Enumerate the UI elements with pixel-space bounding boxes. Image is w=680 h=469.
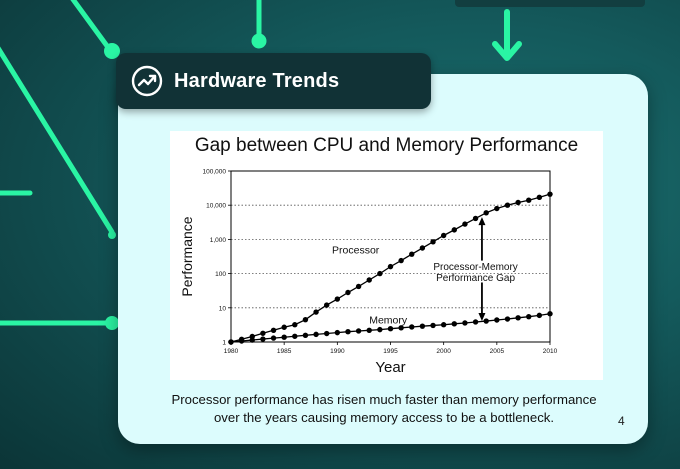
y-tick-label: 100,000 <box>203 169 227 176</box>
y-tick-label: 1,000 <box>210 237 227 244</box>
data-point-processor <box>377 270 383 277</box>
data-point-memory <box>462 320 468 326</box>
y-tick-label: 10 <box>219 305 227 312</box>
data-point-memory <box>377 326 383 333</box>
data-point-processor <box>281 324 287 330</box>
data-point-memory <box>355 328 362 334</box>
top-panel-edge <box>455 0 645 7</box>
data-point-memory <box>313 331 319 338</box>
data-point-processor <box>366 277 372 283</box>
data-point-memory <box>419 323 426 329</box>
data-point-memory <box>430 322 436 329</box>
data-point-memory <box>228 339 234 345</box>
data-point-memory <box>483 318 489 324</box>
data-point-memory <box>345 329 351 335</box>
chart-figure: Gap between CPU and Memory Performance 1… <box>170 131 603 380</box>
data-point-memory <box>504 316 511 322</box>
data-point-memory <box>260 336 266 342</box>
data-point-processor <box>270 327 277 333</box>
data-point-memory <box>515 315 521 321</box>
data-point-processor <box>387 263 394 270</box>
data-point-memory <box>334 329 341 336</box>
data-point-processor <box>504 202 511 208</box>
x-tick-label: 1980 <box>224 348 239 355</box>
data-point-memory <box>292 333 298 339</box>
circuit-node <box>104 43 120 59</box>
data-point-processor <box>398 257 404 264</box>
gap-arrowhead-down <box>478 313 486 322</box>
data-point-processor <box>324 302 330 308</box>
x-tick-label: 2000 <box>436 348 451 355</box>
page-number: 4 <box>618 414 625 428</box>
x-tick-label: 1990 <box>330 348 345 355</box>
data-point-memory <box>494 317 500 323</box>
annotation-gap-line1: Processor-Memory <box>433 262 517 273</box>
data-point-memory <box>536 312 543 319</box>
caption-line: Processor performance has risen much fas… <box>171 392 597 407</box>
data-point-processor <box>302 316 309 323</box>
data-point-memory <box>451 321 457 327</box>
data-point-processor <box>462 221 468 227</box>
data-point-processor <box>334 296 341 302</box>
x-tick-label: 1985 <box>277 348 292 355</box>
data-point-memory <box>472 319 479 325</box>
data-point-processor <box>483 210 489 216</box>
data-point-memory <box>526 313 532 320</box>
x-tick-label: 1995 <box>383 348 398 355</box>
data-point-processor <box>345 289 351 296</box>
section-title: Hardware Trends <box>174 69 340 92</box>
annotation-gap-line2: Performance Gap <box>436 273 515 284</box>
data-point-memory <box>440 322 447 328</box>
data-point-processor <box>355 283 362 290</box>
y-tick-label: 1 <box>222 340 226 347</box>
circuit-node <box>105 316 119 330</box>
circuit-line <box>0 46 115 235</box>
data-point-processor <box>451 227 457 233</box>
data-point-processor <box>440 232 447 239</box>
data-point-memory <box>270 335 277 341</box>
data-point-memory <box>302 332 309 339</box>
y-tick-label: 10,000 <box>206 203 226 210</box>
data-point-processor <box>547 191 553 197</box>
section-header: Hardware Trends <box>116 53 431 109</box>
data-point-processor <box>515 199 521 206</box>
data-point-memory <box>387 325 394 332</box>
arrow-down-icon <box>492 9 522 61</box>
y-axis-label: Performance <box>179 216 195 296</box>
circuit-node <box>251 33 267 49</box>
trend-chart-icon <box>130 64 164 98</box>
data-point-processor <box>494 205 500 212</box>
data-point-processor <box>419 245 426 251</box>
circuit-node <box>108 231 116 239</box>
data-point-memory <box>409 324 415 330</box>
data-point-memory <box>249 337 255 343</box>
data-point-memory <box>281 334 287 340</box>
data-point-processor <box>472 215 479 222</box>
x-axis-label: Year <box>375 359 405 376</box>
x-tick-label: 2005 <box>490 348 505 355</box>
annotation-memory: Memory <box>369 314 408 326</box>
data-point-processor <box>260 330 266 336</box>
data-point-memory <box>366 327 372 333</box>
data-point-processor <box>313 309 319 315</box>
data-point-processor <box>526 197 532 203</box>
caption-line: over the years causing memory access to … <box>213 410 555 425</box>
gap-arrowhead-up <box>478 217 486 226</box>
x-tick-label: 2010 <box>543 348 558 355</box>
y-tick-label: 100 <box>215 271 226 278</box>
performance-chart: 1 10 100 1,000 10,000 100,000 1980 1985 1990 1995… <box>179 169 558 377</box>
data-point-memory <box>398 325 404 331</box>
data-point-processor <box>409 251 415 257</box>
data-point-memory <box>324 330 330 337</box>
data-point-processor <box>292 322 298 328</box>
circuit-line <box>70 0 113 53</box>
data-point-memory <box>547 311 553 317</box>
annotation-processor: Processor <box>332 245 380 257</box>
chart-title: Gap between CPU and Memory Performance <box>194 135 579 156</box>
data-point-processor <box>536 194 543 201</box>
data-point-memory <box>238 338 245 344</box>
slide-caption: Processor performance has risen much fas… <box>150 391 618 427</box>
data-point-processor <box>430 239 436 245</box>
